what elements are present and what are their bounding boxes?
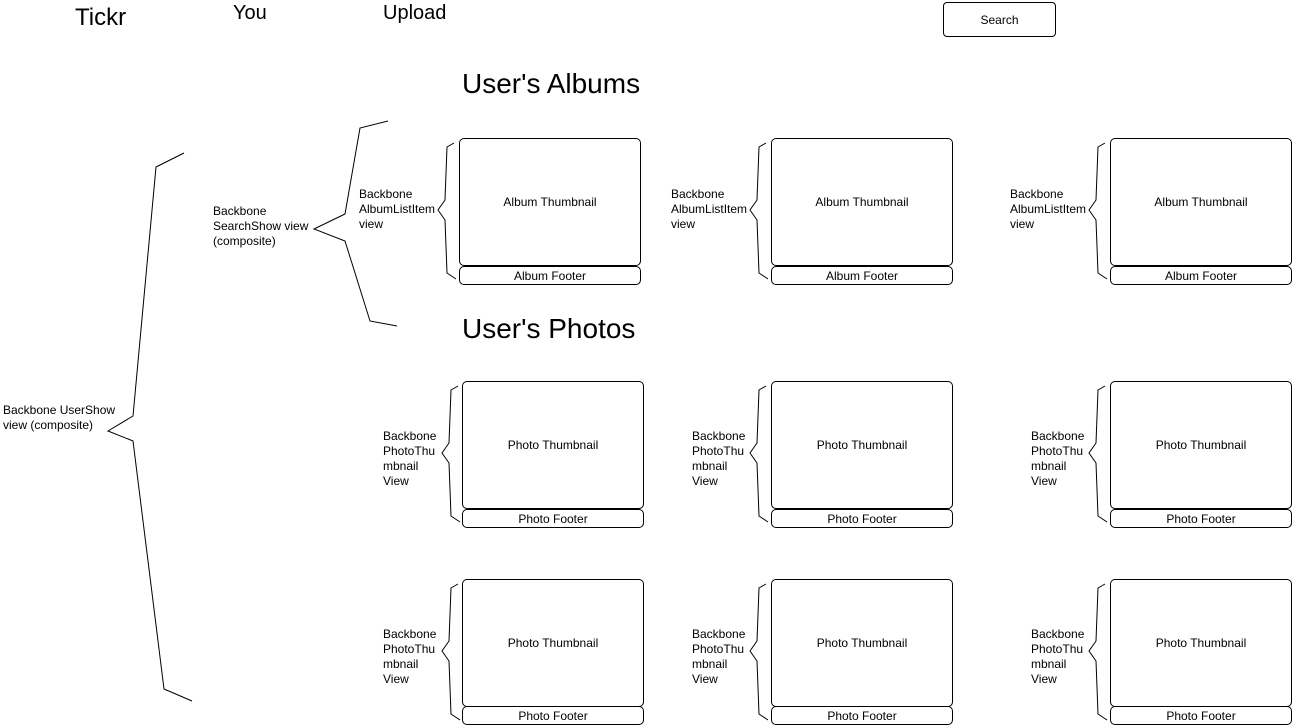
photo-thumbnail-view-label: Backbone PhotoThu mbnail View <box>692 429 746 488</box>
photo-item-brace <box>1088 583 1108 721</box>
album-footer: Album Footer <box>771 266 953 285</box>
photo-footer: Photo Footer <box>771 509 953 528</box>
search-button[interactable]: Search <box>943 2 1056 37</box>
photo-thumbnail[interactable]: Photo Thumbnail <box>1110 381 1292 509</box>
photo-thumbnail[interactable]: Photo Thumbnail <box>771 579 953 707</box>
photo-item-brace <box>441 583 461 721</box>
album-thumbnail[interactable]: Album Thumbnail <box>1110 138 1292 266</box>
photo-thumbnail[interactable]: Photo Thumbnail <box>462 579 644 707</box>
nav-link-upload[interactable]: Upload <box>383 2 447 24</box>
photo-footer: Photo Footer <box>1110 509 1292 528</box>
album-list-item-label: Backbone AlbumListItem view <box>1010 187 1087 231</box>
photo-thumbnail-view-label: Backbone PhotoThu mbnail View <box>1031 429 1085 488</box>
photo-thumbnail-view-label: Backbone PhotoThu mbnail View <box>692 627 746 686</box>
album-list-item-label: Backbone AlbumListItem view <box>359 187 436 231</box>
nav-link-you[interactable]: You <box>233 2 267 24</box>
photo-item-brace <box>1088 385 1108 523</box>
photo-item-brace <box>441 385 461 523</box>
photo-thumbnail-view-label: Backbone PhotoThu mbnail View <box>1031 627 1085 686</box>
photo-thumbnail[interactable]: Photo Thumbnail <box>771 381 953 509</box>
album-thumbnail[interactable]: Album Thumbnail <box>459 138 641 266</box>
album-item-brace <box>749 142 769 280</box>
user-show-brace <box>106 152 193 702</box>
photo-thumbnail[interactable]: Photo Thumbnail <box>462 381 644 509</box>
photo-item-brace <box>749 583 769 721</box>
search-show-label: Backbone SearchShow view (composite) <box>213 204 309 248</box>
photo-footer: Photo Footer <box>462 706 644 725</box>
photo-thumbnail-view-label: Backbone PhotoThu mbnail View <box>383 429 437 488</box>
album-footer: Album Footer <box>1110 266 1292 285</box>
photo-footer: Photo Footer <box>771 706 953 725</box>
app-logo[interactable]: Tickr <box>75 4 127 31</box>
album-item-brace <box>437 142 457 280</box>
user-show-label: Backbone UserShow view (composite) <box>3 403 116 432</box>
album-footer: Album Footer <box>459 266 641 285</box>
photo-item-brace <box>749 385 769 523</box>
photos-heading: User's Photos <box>462 313 636 344</box>
album-thumbnail[interactable]: Album Thumbnail <box>771 138 953 266</box>
photo-thumbnail[interactable]: Photo Thumbnail <box>1110 579 1292 707</box>
search-show-brace <box>312 120 398 327</box>
albums-heading: User's Albums <box>462 68 641 99</box>
photo-footer: Photo Footer <box>462 509 644 528</box>
photo-footer: Photo Footer <box>1110 706 1292 725</box>
album-item-brace <box>1088 142 1108 280</box>
album-list-item-label: Backbone AlbumListItem view <box>671 187 748 231</box>
photo-thumbnail-view-label: Backbone PhotoThu mbnail View <box>383 627 437 686</box>
